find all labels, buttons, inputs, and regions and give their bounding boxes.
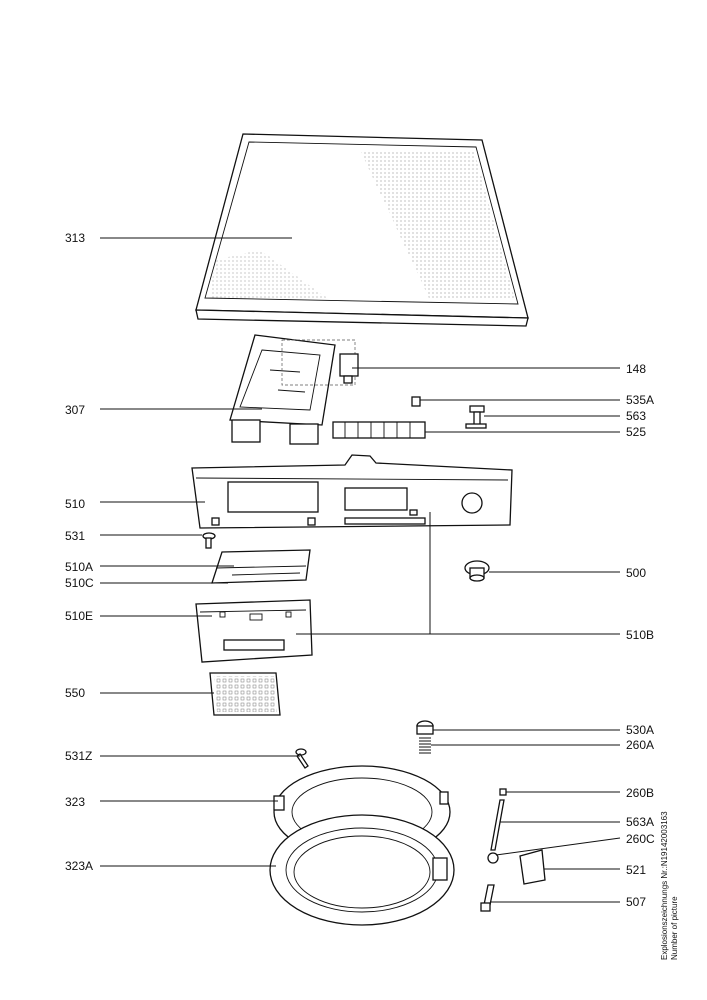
label-510E: 510E: [65, 609, 94, 623]
part-510E-panel-insert: [195, 599, 313, 663]
label-323A: 323A: [65, 859, 94, 873]
part-500-knob: [464, 560, 490, 582]
label-531: 531: [65, 529, 86, 543]
part-148-clip: [339, 353, 359, 384]
label-550: 550: [65, 686, 86, 700]
part-260A-spring: [419, 737, 431, 754]
label-500: 500: [626, 566, 647, 580]
label-510C: 510C: [65, 576, 94, 590]
part-531Z-screw: [295, 748, 309, 769]
part-507-hook: [480, 884, 495, 912]
label-510: 510: [65, 497, 86, 511]
leader-lines: [100, 237, 621, 903]
label-507: 507: [626, 895, 647, 909]
part-510A-510C-trim: [211, 549, 311, 584]
label-530A: 530A: [626, 723, 655, 737]
part-563A-rod: [490, 799, 505, 851]
label-260B: 260B: [626, 786, 655, 800]
label-563A: 563A: [626, 815, 655, 829]
label-510B: 510B: [626, 628, 655, 642]
part-531-screw: [202, 532, 216, 549]
part-313-top-cover: [195, 133, 529, 327]
picture-number-line1: Explosionszeichnungs Nr.:N19142003163: [660, 811, 669, 960]
part-260C-spring: [487, 852, 499, 864]
picture-number-note: Explosionszeichnungs Nr.:N19142003163 Nu…: [660, 811, 680, 960]
label-510A: 510A: [65, 560, 94, 574]
part-260B-spring: [499, 788, 507, 796]
label-563: 563: [626, 409, 647, 423]
part-530A-cap: [416, 720, 434, 735]
part-510-control-panel: [191, 454, 513, 529]
part-307-detergent-drawer: [229, 334, 356, 445]
part-323A-door-frame: [269, 814, 455, 926]
part-525-switch-block: [332, 421, 426, 439]
label-148: 148: [626, 362, 647, 376]
part-535A-cap: [411, 396, 421, 407]
label-307: 307: [65, 403, 86, 417]
label-525: 525: [626, 425, 647, 439]
part-563-pin: [465, 405, 487, 429]
label-313: 313: [65, 231, 86, 245]
label-260A: 260A: [626, 738, 655, 752]
picture-number-line2: Number of picture: [670, 896, 679, 960]
part-521-handle: [519, 849, 546, 885]
label-521: 521: [626, 863, 647, 877]
label-535A: 535A: [626, 393, 655, 407]
part-550-filter: [209, 672, 281, 716]
label-323: 323: [65, 795, 86, 809]
label-531Z: 531Z: [65, 749, 93, 763]
label-260C: 260C: [626, 832, 655, 846]
